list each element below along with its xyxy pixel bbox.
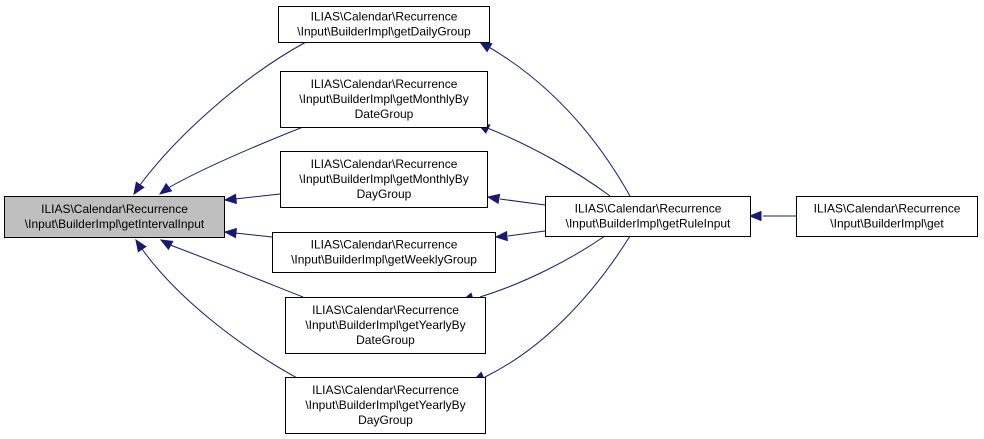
edge-getRuleInput-to-getMonthlyByDateGroup	[476, 123, 611, 197]
node-getWeeklyGroup[interactable]: ILIAS\Calendar\Recurrence\Input\BuilderI…	[272, 232, 496, 273]
node-getYearlyByDateGroup[interactable]: ILIAS\Calendar\Recurrence\Input\BuilderI…	[285, 297, 486, 354]
node-label-line: ILIAS\Calendar\Recurrence	[575, 202, 722, 216]
edge-getWeeklyGroup-to-getIntervalInput	[223, 227, 273, 239]
edge-line	[484, 126, 611, 197]
node-box	[796, 196, 978, 237]
node-label-line: DayGroup	[358, 413, 413, 427]
edge-getRuleInput-to-getWeeklyGroup	[494, 230, 546, 242]
node-label-line: \Input\BuilderImpl\get	[830, 217, 944, 231]
edge-getRuleInput-to-getMonthlyByDayGroup	[486, 193, 546, 206]
node-box	[278, 6, 490, 43]
node-box	[285, 297, 486, 354]
node-getIntervalInput[interactable]: ILIAS\Calendar\Recurrence\Input\BuilderI…	[4, 196, 225, 238]
node-label-line: DateGroup	[355, 107, 414, 121]
node-getRuleInput[interactable]: ILIAS\Calendar\Recurrence\Input\BuilderI…	[545, 196, 751, 237]
edge-line	[234, 232, 273, 238]
arrowhead	[748, 210, 762, 222]
node-label-line: ILIAS\Calendar\Recurrence	[311, 238, 458, 252]
edge-getRuleInput-to-getDailyGroup	[478, 41, 631, 197]
node-label-line: ILIAS\Calendar\Recurrence	[311, 77, 458, 91]
node-getDailyGroup[interactable]: ILIAS\Calendar\Recurrence\Input\BuilderI…	[278, 6, 490, 43]
edge-getMonthlyByDayGroup-to-getIntervalInput	[223, 193, 281, 205]
edge-line	[479, 41, 631, 197]
node-label-line: \Input\BuilderImpl\getYearlyBy	[305, 318, 465, 332]
node-label-line: \Input\BuilderImpl\getRuleInput	[566, 217, 731, 231]
edge-getRuleInput-to-getYearlyByDayGroup	[471, 235, 631, 382]
edge-getYearlyByDayGroup-to-getIntervalInput	[135, 238, 319, 390]
node-getYearlyByDayGroup[interactable]: ILIAS\Calendar\Recurrence\Input\BuilderI…	[285, 377, 486, 434]
node-label-line: \Input\BuilderImpl\getMonthlyBy	[299, 92, 468, 106]
node-label-line: \Input\BuilderImpl\getWeeklyGroup	[291, 253, 477, 267]
node-label-line: ILIAS\Calendar\Recurrence	[312, 383, 459, 397]
node-label-line: \Input\BuilderImpl\getYearlyBy	[305, 398, 465, 412]
node-label-line: ILIAS\Calendar\Recurrence	[311, 157, 458, 171]
node-label-line: \Input\BuilderImpl\getMonthlyBy	[299, 172, 468, 186]
edge-line	[167, 126, 304, 189]
nodes-layer: ILIAS\Calendar\Recurrence\Input\BuilderI…	[4, 6, 978, 434]
node-label-line: DateGroup	[356, 333, 415, 347]
node-label-line: ILIAS\Calendar\Recurrence	[41, 202, 188, 216]
arrowhead	[494, 230, 508, 242]
node-box	[545, 196, 751, 237]
node-box	[285, 377, 486, 434]
node-box	[272, 232, 496, 273]
arrowhead	[223, 193, 237, 205]
edge-line	[479, 235, 606, 298]
arrowhead	[135, 238, 147, 253]
edge-getYearlyByDateGroup-to-getIntervalInput	[159, 239, 304, 298]
edge-line	[141, 248, 319, 390]
arrowhead	[486, 193, 501, 205]
arrowhead	[159, 239, 174, 251]
edge-line	[234, 193, 281, 200]
edge-line	[139, 41, 307, 186]
node-label-line: ILIAS\Calendar\Recurrence	[311, 10, 458, 24]
edge-get-to-getRuleInput	[748, 210, 796, 222]
arrowhead	[478, 41, 493, 53]
edge-line	[507, 230, 546, 237]
edge-getMonthlyByDateGroup-to-getIntervalInput	[158, 126, 304, 195]
node-box	[280, 151, 488, 208]
node-get[interactable]: ILIAS\Calendar\Recurrence\Input\BuilderI…	[796, 196, 978, 237]
arrowhead	[158, 182, 173, 195]
node-label-line: ILIAS\Calendar\Recurrence	[312, 303, 459, 317]
edge-line	[484, 235, 631, 378]
node-label-line: ILIAS\Calendar\Recurrence	[814, 202, 961, 216]
node-getMonthlyByDayGroup[interactable]: ILIAS\Calendar\Recurrence\Input\BuilderI…	[280, 151, 488, 208]
node-label-line: \Input\BuilderImpl\getIntervalInput	[25, 217, 205, 231]
edge-line	[499, 198, 546, 206]
arrowhead	[133, 181, 145, 196]
edge-getDailyGroup-to-getIntervalInput	[133, 41, 307, 196]
node-box	[280, 71, 488, 128]
node-label-line: DayGroup	[357, 187, 412, 201]
edge-line	[169, 244, 304, 298]
node-label-line: \Input\BuilderImpl\getDailyGroup	[297, 25, 471, 39]
node-getMonthlyByDateGroup[interactable]: ILIAS\Calendar\Recurrence\Input\BuilderI…	[280, 71, 488, 128]
arrowhead	[223, 227, 237, 239]
node-box	[4, 196, 225, 238]
